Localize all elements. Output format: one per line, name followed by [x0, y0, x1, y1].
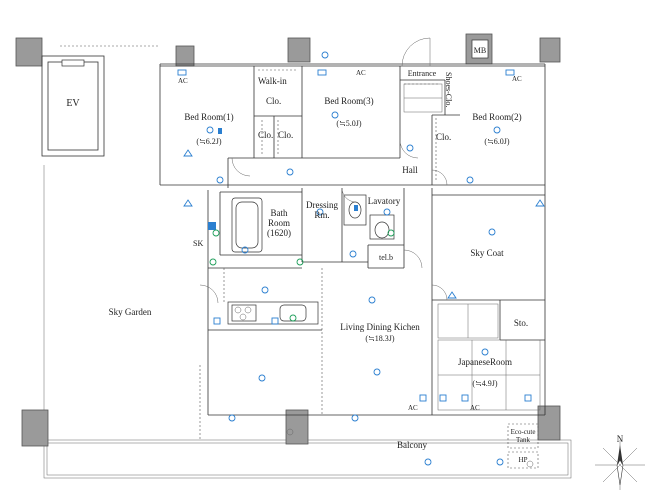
elevator-shaft	[41, 55, 105, 157]
bedroom2-name: Bed Room(2)	[472, 112, 522, 122]
clo-c-label: Clo.	[436, 132, 452, 142]
ev-label: EV	[66, 98, 80, 109]
japanese-room-size: (≒4.9J)	[472, 379, 498, 388]
sky-garden-label: Sky Garden	[108, 307, 152, 317]
bedroom1-name: Bed Room(1)	[184, 112, 234, 122]
dressing-line2: Rm.	[314, 210, 330, 220]
clo-a-label: Clo.	[258, 130, 274, 140]
sky-garden-boundary	[43, 45, 201, 440]
compass-icon	[595, 440, 645, 490]
sto-label: Sto.	[513, 318, 529, 328]
ldk-name: Living Dining Kichen	[340, 322, 420, 332]
ac-tag-1: AC	[178, 77, 188, 85]
eco-tank-line2: Tank	[516, 436, 530, 444]
heat-pump-box	[507, 451, 539, 469]
balcony-rail	[43, 439, 572, 479]
door-swings	[199, 37, 448, 304]
walk-in-clo-label: Clo.	[266, 96, 282, 106]
japanese-room-name: JapaneseRoom	[458, 357, 512, 367]
electrical-symbols	[177, 51, 545, 466]
ac-tag-2: AC	[356, 69, 366, 77]
bedroom3-size: (≒5.0J)	[336, 119, 362, 128]
sky-coat-label: Sky Coat	[470, 248, 504, 258]
compass-north-label: N	[616, 434, 624, 444]
dressing-line1: Dressing	[306, 200, 338, 210]
ldk-size: (≒18.3J)	[365, 334, 395, 343]
walk-in-label: Walk-in	[258, 76, 287, 86]
ac-tag-4: AC	[408, 404, 418, 412]
entrance-label: Entrance	[407, 69, 437, 78]
kitchen-counter	[227, 301, 319, 325]
entrance-steps	[403, 83, 443, 113]
bathtub	[231, 197, 263, 253]
bedroom3-name: Bed Room(3)	[324, 96, 374, 106]
bath-line2: Room	[267, 218, 291, 228]
hall-label: Hall	[402, 165, 418, 175]
ac-tag-3: AC	[512, 75, 522, 83]
balcony-drains	[286, 428, 534, 468]
ac-tag-5: AC	[470, 404, 480, 412]
lavatory-label: Lavatory	[367, 196, 401, 206]
clo-b-label: Clo.	[278, 130, 294, 140]
balcony-label: Balcony	[397, 440, 427, 450]
exterior-walls	[159, 63, 546, 416]
bath-line3: (1620)	[267, 228, 291, 238]
eco-tank-line1: Eco-cute	[510, 428, 536, 436]
lavatory-toilet	[369, 214, 395, 240]
bath-line1: Bath	[270, 208, 288, 218]
meter-box	[471, 39, 489, 59]
eco-cute-tank-box	[507, 423, 539, 449]
mb-label: MB	[473, 46, 487, 55]
tel-label: tel.b	[379, 253, 393, 262]
bedroom2-size: (≒6.0J)	[484, 137, 510, 146]
sk-label: SK	[193, 239, 204, 248]
structural-columns	[15, 33, 561, 447]
equipment-symbols	[209, 229, 395, 322]
hp-label: HP	[518, 456, 528, 464]
shoes-clo-label: Shoes-Clo.	[444, 72, 453, 108]
tatami-mats	[437, 303, 541, 411]
bedroom1-size: (≒6.2J)	[196, 137, 222, 146]
